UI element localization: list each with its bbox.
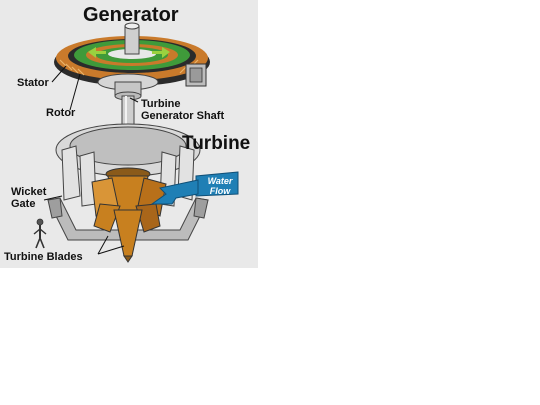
water-flow-label: Water Flow xyxy=(204,176,236,196)
wicket-label-line2: Gate xyxy=(11,198,36,210)
water-flow-arrow xyxy=(150,171,239,205)
turbine-title: Turbine xyxy=(182,133,251,154)
pointer-lines xyxy=(43,65,139,255)
diagram-art xyxy=(33,22,239,263)
wicket-label-line1: Wicket xyxy=(11,186,47,198)
rotor xyxy=(74,40,190,70)
shaft-label-line2: Generator Shaft xyxy=(141,110,225,122)
hydro-turbine-diagram: Generator Turbine Stator Rotor Turbine G… xyxy=(0,0,258,268)
turbine-blades-label: Turbine Blades xyxy=(4,251,83,263)
person-scale-figure xyxy=(33,218,47,249)
rotor-label: Rotor xyxy=(46,107,76,119)
stator-label: Stator xyxy=(17,77,49,89)
water-label-line1: Water xyxy=(207,176,233,186)
generator-title: Generator xyxy=(83,4,179,26)
shaft-label-line1: Turbine xyxy=(141,98,181,110)
water-label-line2: Flow xyxy=(209,186,231,196)
turbine-blades xyxy=(91,167,167,263)
wicket-gate-label: Wicket Gate xyxy=(11,186,46,210)
shaft-label: Turbine Generator Shaft xyxy=(141,98,224,122)
shaft-top xyxy=(124,22,140,55)
